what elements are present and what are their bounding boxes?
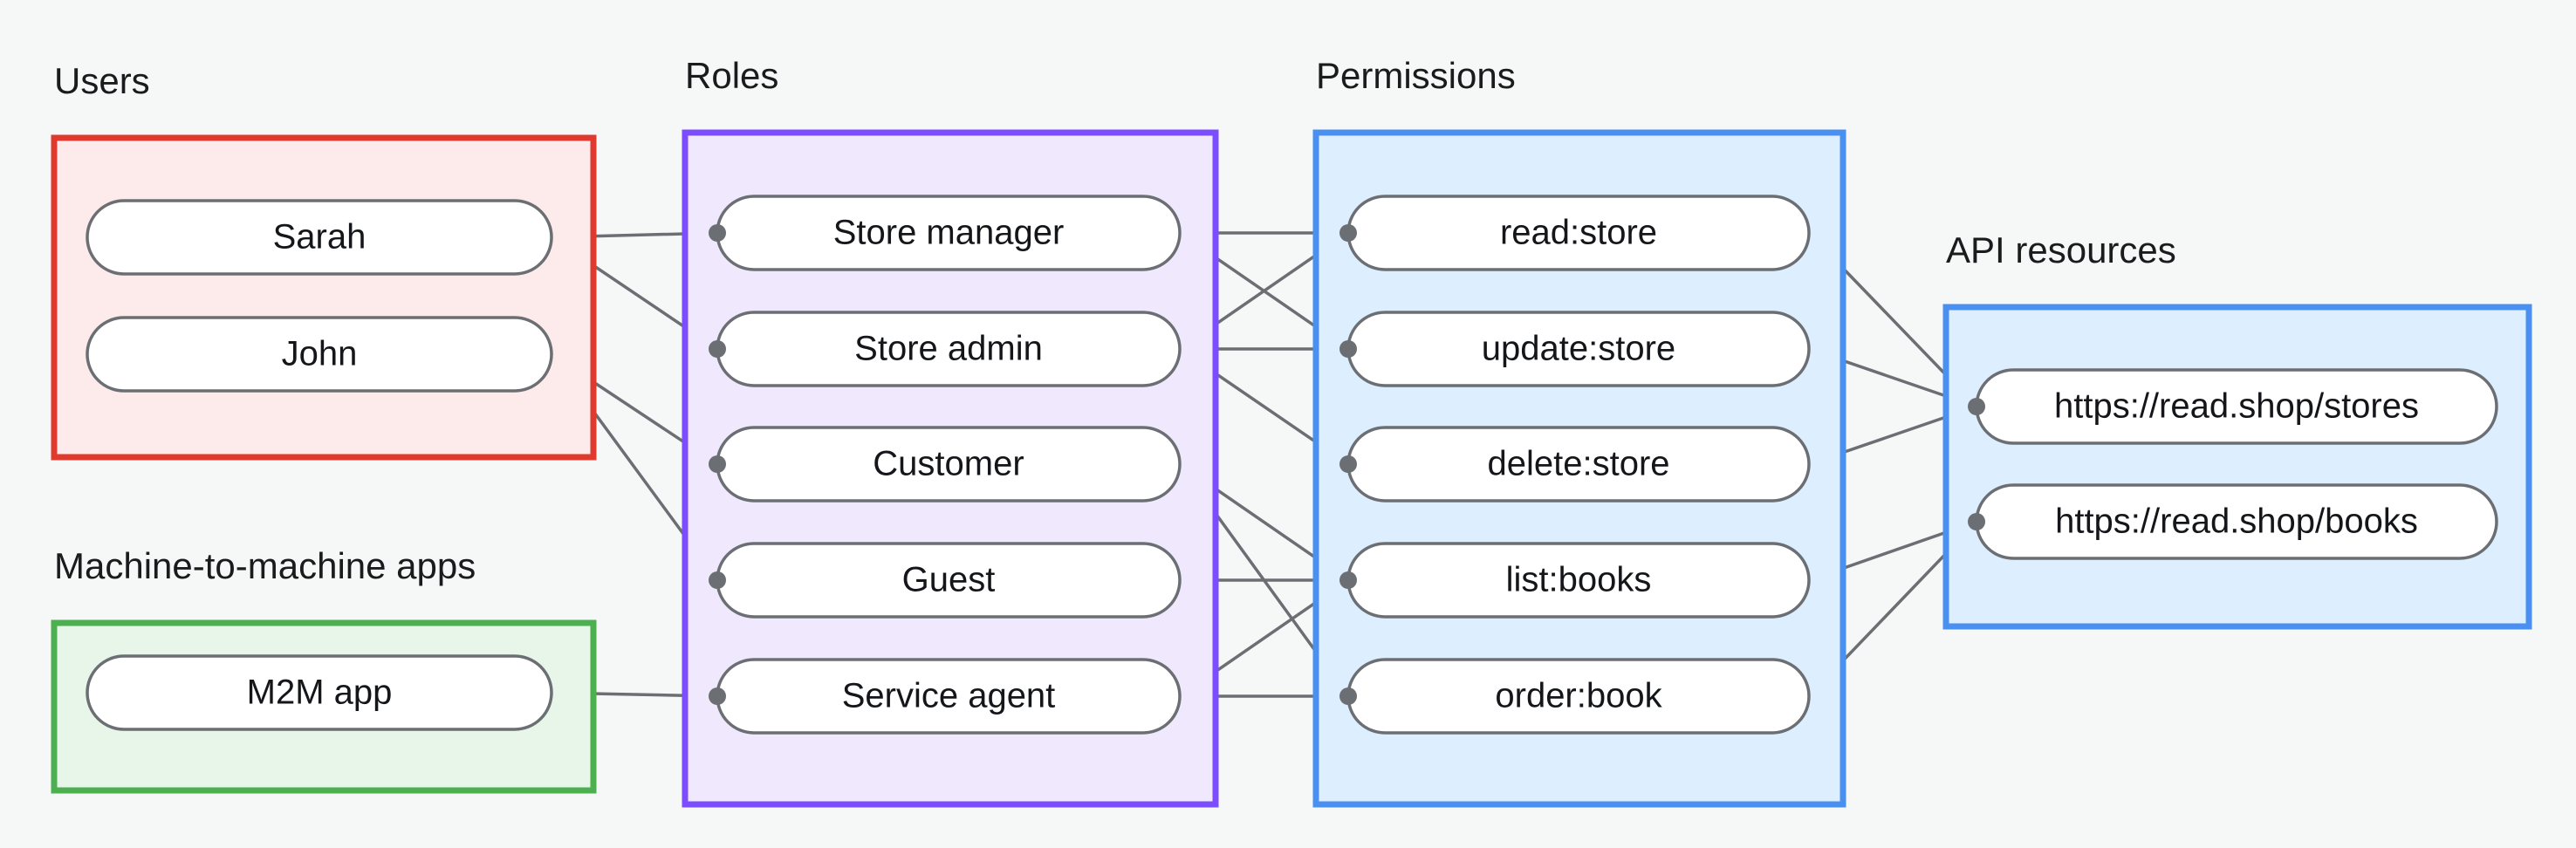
node-store-admin[interactable]: Store admin: [716, 311, 1182, 387]
node-list-books[interactable]: list:books: [1346, 542, 1811, 619]
node-label-store-admin: Store admin: [854, 330, 1043, 368]
node-shape-sarah[interactable]: [86, 199, 553, 276]
node-customer[interactable]: Customer: [716, 426, 1182, 503]
node-label-customer: Customer: [873, 445, 1024, 483]
node-sarah[interactable]: Sarah: [86, 199, 553, 276]
group-title-m2m: Machine-to-machine apps: [54, 545, 476, 586]
node-label-update-store: update:store: [1482, 330, 1675, 368]
group-box-api: [1942, 304, 2532, 630]
node-guest[interactable]: Guest: [716, 542, 1182, 619]
node-https-read-shop-stores[interactable]: https://read.shop/stores: [1975, 368, 2498, 445]
edge-endpoint-dot-delete-store: [1339, 455, 1357, 473]
node-shape-m2m-app[interactable]: [86, 654, 553, 731]
node-update-store[interactable]: update:store: [1346, 311, 1811, 387]
edge-endpoint-dot-store-manager: [709, 224, 726, 242]
group-title-roles: Roles: [685, 55, 778, 96]
node-label-guest: Guest: [902, 561, 996, 599]
node-read-store[interactable]: read:store: [1346, 195, 1811, 271]
node-label-store-manager: Store manager: [833, 214, 1065, 252]
edge-endpoint-dot-https-read-shop-books: [1968, 513, 1985, 530]
edge-endpoint-dot-update-store: [1339, 340, 1357, 358]
edge-endpoint-dot-https-read-shop-stores: [1968, 398, 1985, 415]
node-store-manager[interactable]: Store manager: [716, 195, 1182, 271]
node-label-read-store: read:store: [1500, 214, 1657, 252]
node-service-agent[interactable]: Service agent: [716, 658, 1182, 735]
edge-endpoint-dot-service-agent: [709, 687, 726, 705]
edge-endpoint-dot-customer: [709, 455, 726, 473]
node-label-delete-store: delete:store: [1487, 445, 1669, 483]
node-john[interactable]: John: [86, 316, 553, 393]
group-box-users: [51, 134, 597, 461]
node-label-service-agent: Service agent: [842, 677, 1056, 715]
node-m2m-app[interactable]: M2M app: [86, 654, 553, 731]
node-https-read-shop-books[interactable]: https://read.shop/books: [1975, 483, 2498, 560]
node-label-order-book: order:book: [1495, 677, 1662, 715]
group-title-users: Users: [54, 60, 150, 101]
group-title-permissions: Permissions: [1316, 55, 1516, 96]
node-label-m2m-app: M2M app: [247, 674, 393, 712]
edge-endpoint-dot-store-admin: [709, 340, 726, 358]
node-order-book[interactable]: order:book: [1346, 658, 1811, 735]
node-label-https-read-shop-books: https://read.shop/books: [2055, 503, 2418, 541]
node-label-sarah: Sarah: [273, 218, 367, 256]
dots-layer: [709, 224, 1985, 705]
node-shape-john[interactable]: [86, 316, 553, 393]
node-label-list-books: list:books: [1506, 561, 1652, 599]
node-label-john: John: [282, 335, 358, 373]
edge-endpoint-dot-guest: [709, 571, 726, 589]
group-title-api: API resources: [1946, 229, 2176, 270]
edge-endpoint-dot-order-book: [1339, 687, 1357, 705]
node-label-https-read-shop-stores: https://read.shop/stores: [2054, 387, 2419, 426]
node-delete-store[interactable]: delete:store: [1346, 426, 1811, 503]
edge-endpoint-dot-read-store: [1339, 224, 1357, 242]
edge-endpoint-dot-list-books: [1339, 571, 1357, 589]
